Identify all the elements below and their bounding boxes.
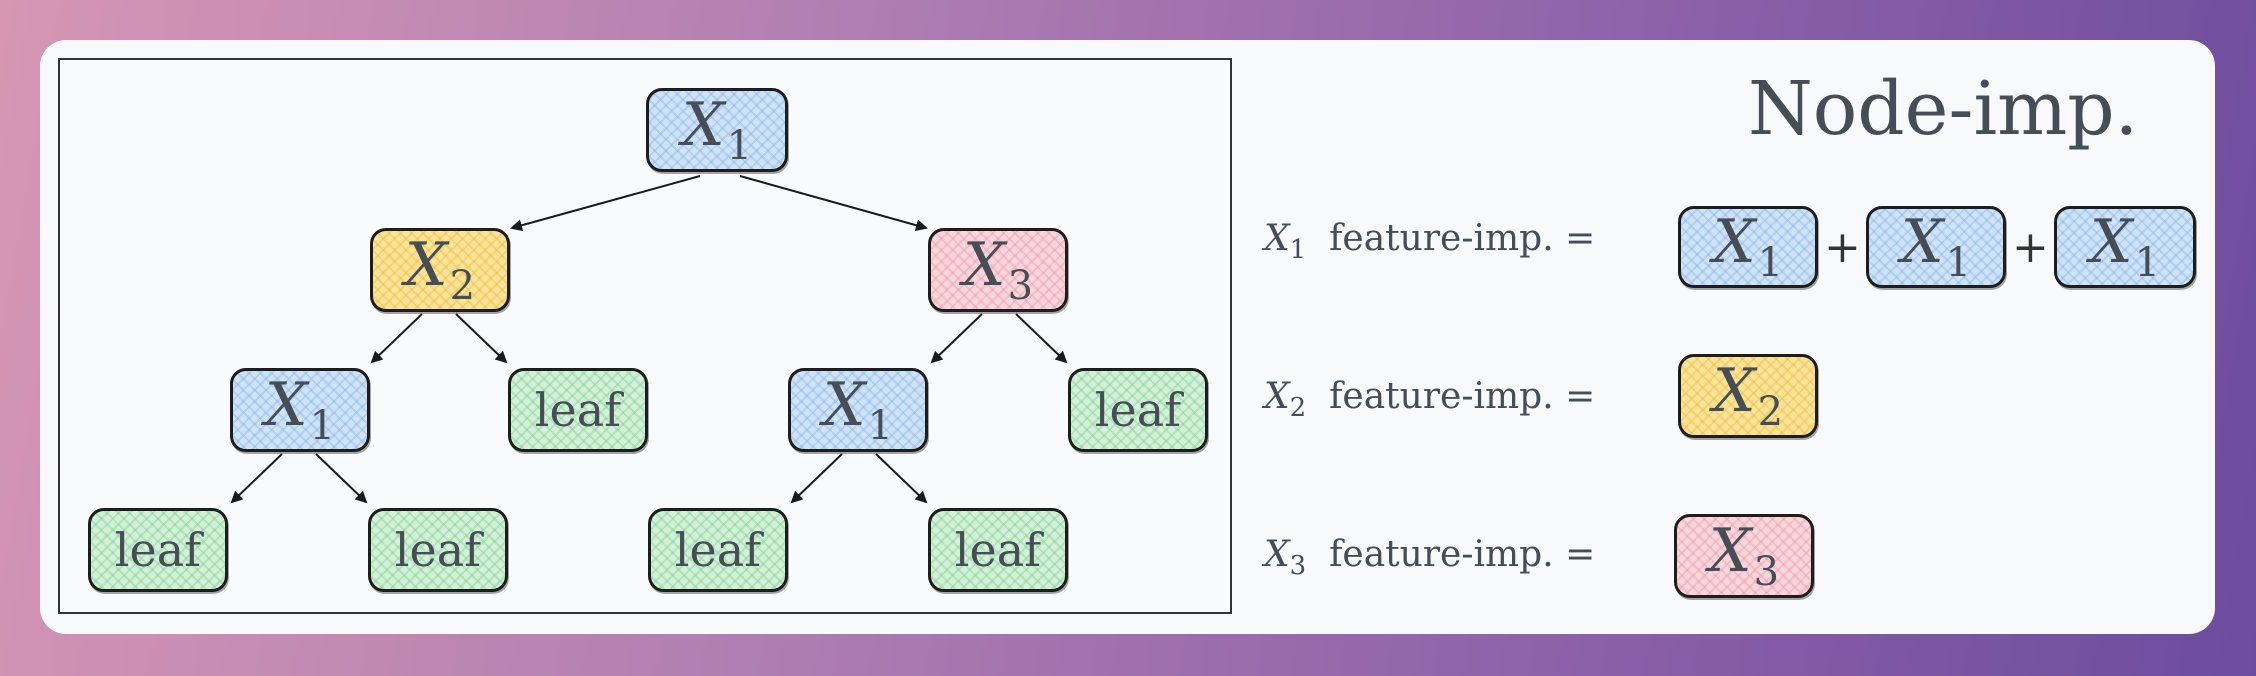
edge-x3-leaf <box>1015 313 1068 364</box>
x1-node-term-2: X1 <box>1866 206 2006 288</box>
x1-feature-imp-label: X1 feature-imp. = <box>1264 218 1596 265</box>
tree-node-leaf: leaf <box>928 508 1068 592</box>
decision-tree-frame: X1 X2 X3 X1 leaf X1 leaf leaf leaf leaf … <box>58 58 1232 614</box>
x1-node-term-3: X1 <box>2054 206 2196 288</box>
tree-node-leaf: leaf <box>508 368 648 452</box>
x2-feature-imp-label: X2 feature-imp. = <box>1264 376 1596 423</box>
edge-x2-x1 <box>370 313 423 364</box>
tree-node-leaf: leaf <box>648 508 788 592</box>
x3-feature-imp-label: X3 feature-imp. = <box>1264 534 1596 581</box>
x3-node-term: X3 <box>1674 514 1814 598</box>
tree-node-leaf: leaf <box>368 508 508 592</box>
edge-rx1-leaf2 <box>875 453 928 504</box>
edge-root-x2 <box>510 175 701 232</box>
tree-node-x1-left: X1 <box>230 368 370 452</box>
tree-node-x2: X2 <box>370 228 510 312</box>
edge-x2-leaf <box>455 313 508 364</box>
edge-lx1-leaf2 <box>315 453 368 504</box>
page-title: Node-imp. <box>1748 66 2139 152</box>
edge-rx1-leaf1 <box>790 453 843 504</box>
edge-x3-x1 <box>930 313 983 364</box>
edge-lx1-leaf1 <box>230 453 283 504</box>
edge-root-x3 <box>739 175 928 232</box>
tree-edges <box>230 175 1068 504</box>
plus-sign: + <box>2012 222 2049 273</box>
plus-sign: + <box>1824 222 1861 273</box>
tree-node-x3: X3 <box>928 228 1068 312</box>
x1-node-term-1: X1 <box>1678 206 1818 288</box>
x2-node-term: X2 <box>1678 354 1818 438</box>
tree-node-x1-right: X1 <box>788 368 928 452</box>
tree-node-leaf: leaf <box>88 508 228 592</box>
tree-node-x1-root: X1 <box>646 88 788 172</box>
tree-node-leaf: leaf <box>1068 368 1208 452</box>
